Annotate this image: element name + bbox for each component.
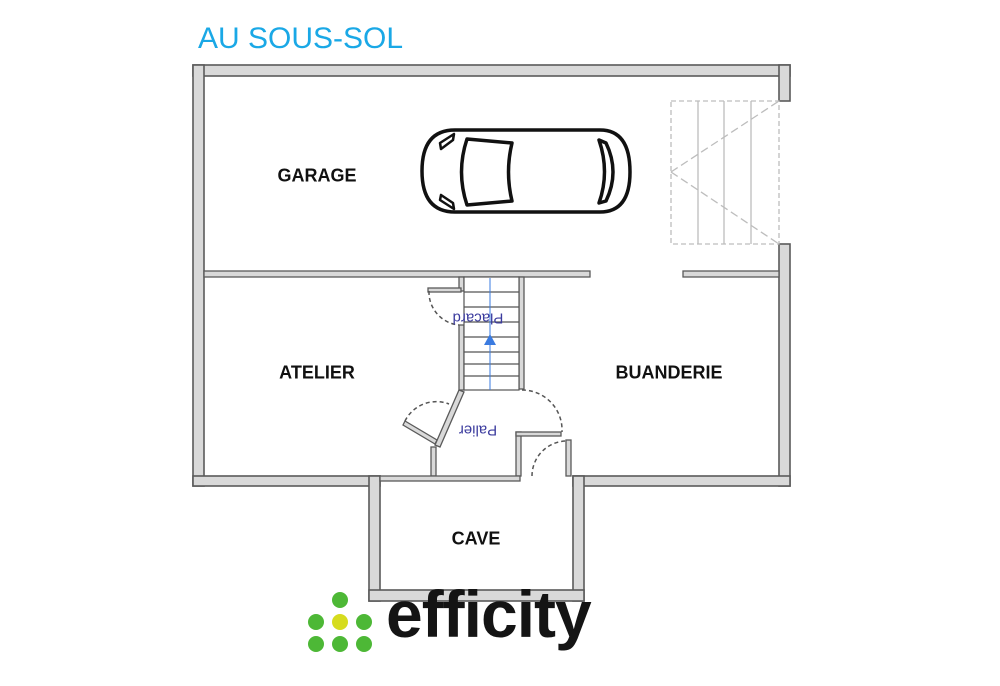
room-label-atelier: ATELIER xyxy=(279,362,355,383)
exterior-stairs xyxy=(670,100,780,245)
car-top-view-icon xyxy=(420,128,632,214)
logo-dot-icon xyxy=(332,592,348,608)
logo-dot-icon xyxy=(332,636,348,652)
logo-dot-icon xyxy=(356,614,372,630)
logo-wordmark: efficity xyxy=(386,577,592,651)
door-swings xyxy=(404,290,568,477)
arrow-up-icon xyxy=(484,334,496,345)
logo-dot-center-icon xyxy=(332,614,348,630)
floor-title: AU SOUS-SOL xyxy=(198,22,404,55)
annotation-placard: Placard xyxy=(452,309,504,327)
logo-dot-icon xyxy=(308,614,324,630)
room-label-cave: CAVE xyxy=(451,528,501,549)
outer-walls xyxy=(192,64,791,602)
logo-dot-icon xyxy=(308,636,324,652)
interior-walls xyxy=(203,270,780,482)
logo-dot-icon xyxy=(356,636,372,652)
efficity-logo: efficity xyxy=(306,577,626,670)
room-label-garage: GARAGE xyxy=(277,165,357,186)
room-label-buanderie: BUANDERIE xyxy=(615,362,723,383)
interior-stairs xyxy=(463,276,520,391)
annotation-palier: Palier xyxy=(458,421,498,439)
